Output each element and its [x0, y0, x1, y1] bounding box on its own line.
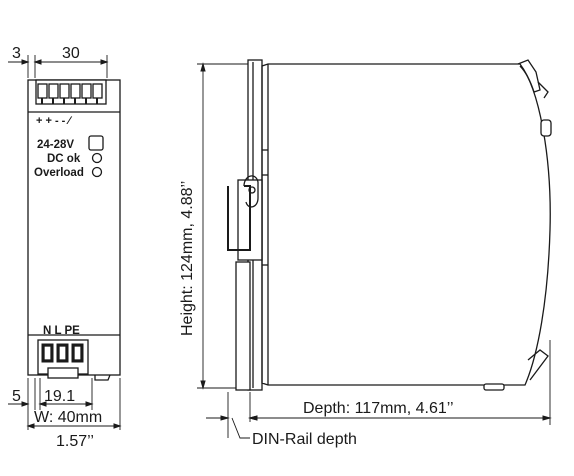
- bottom-foot: [483, 383, 505, 391]
- width-in-label: 1.57’’: [56, 433, 94, 450]
- terminal-polarity-label: + + - - ∕: [36, 115, 72, 127]
- height-label: Height: 124mm, 4.88’’: [179, 181, 196, 336]
- din-rail-depth-label: DIN-Rail depth: [252, 431, 357, 448]
- side-housing: [261, 63, 551, 386]
- overload-led: [91, 166, 103, 178]
- dim-bottom-small: 5: [12, 388, 21, 405]
- din-clip-front: [94, 374, 111, 381]
- bottom-latch: [527, 349, 549, 381]
- depth-label: Depth: 117mm, 4.61’’: [303, 400, 454, 417]
- dim-bottom-inner: 19.1: [44, 388, 75, 405]
- side-view: Height: 124mm, 4.88’’: [179, 59, 552, 448]
- dc-ok-label: DC ok: [47, 153, 81, 165]
- voltage-label: 24-28V: [37, 139, 74, 151]
- front-view: 3 30 + + - - ∕ 24-28V DC ok Overload: [8, 45, 122, 450]
- dim-top-small: 3: [12, 45, 21, 62]
- side-knob: [540, 119, 552, 137]
- output-terminal-block: [35, 79, 107, 105]
- input-terminal-block: [37, 339, 89, 379]
- width-mm-label: W: 40mm: [34, 409, 102, 426]
- voltage-potentiometer: [88, 135, 104, 151]
- overload-label: Overload: [34, 167, 84, 179]
- dim-top-width: 30: [62, 45, 80, 62]
- din-rail-mount: [227, 59, 268, 391]
- input-terminals-label: N L PE: [43, 325, 80, 337]
- top-latch: [517, 59, 541, 93]
- dc-ok-led: [91, 152, 103, 164]
